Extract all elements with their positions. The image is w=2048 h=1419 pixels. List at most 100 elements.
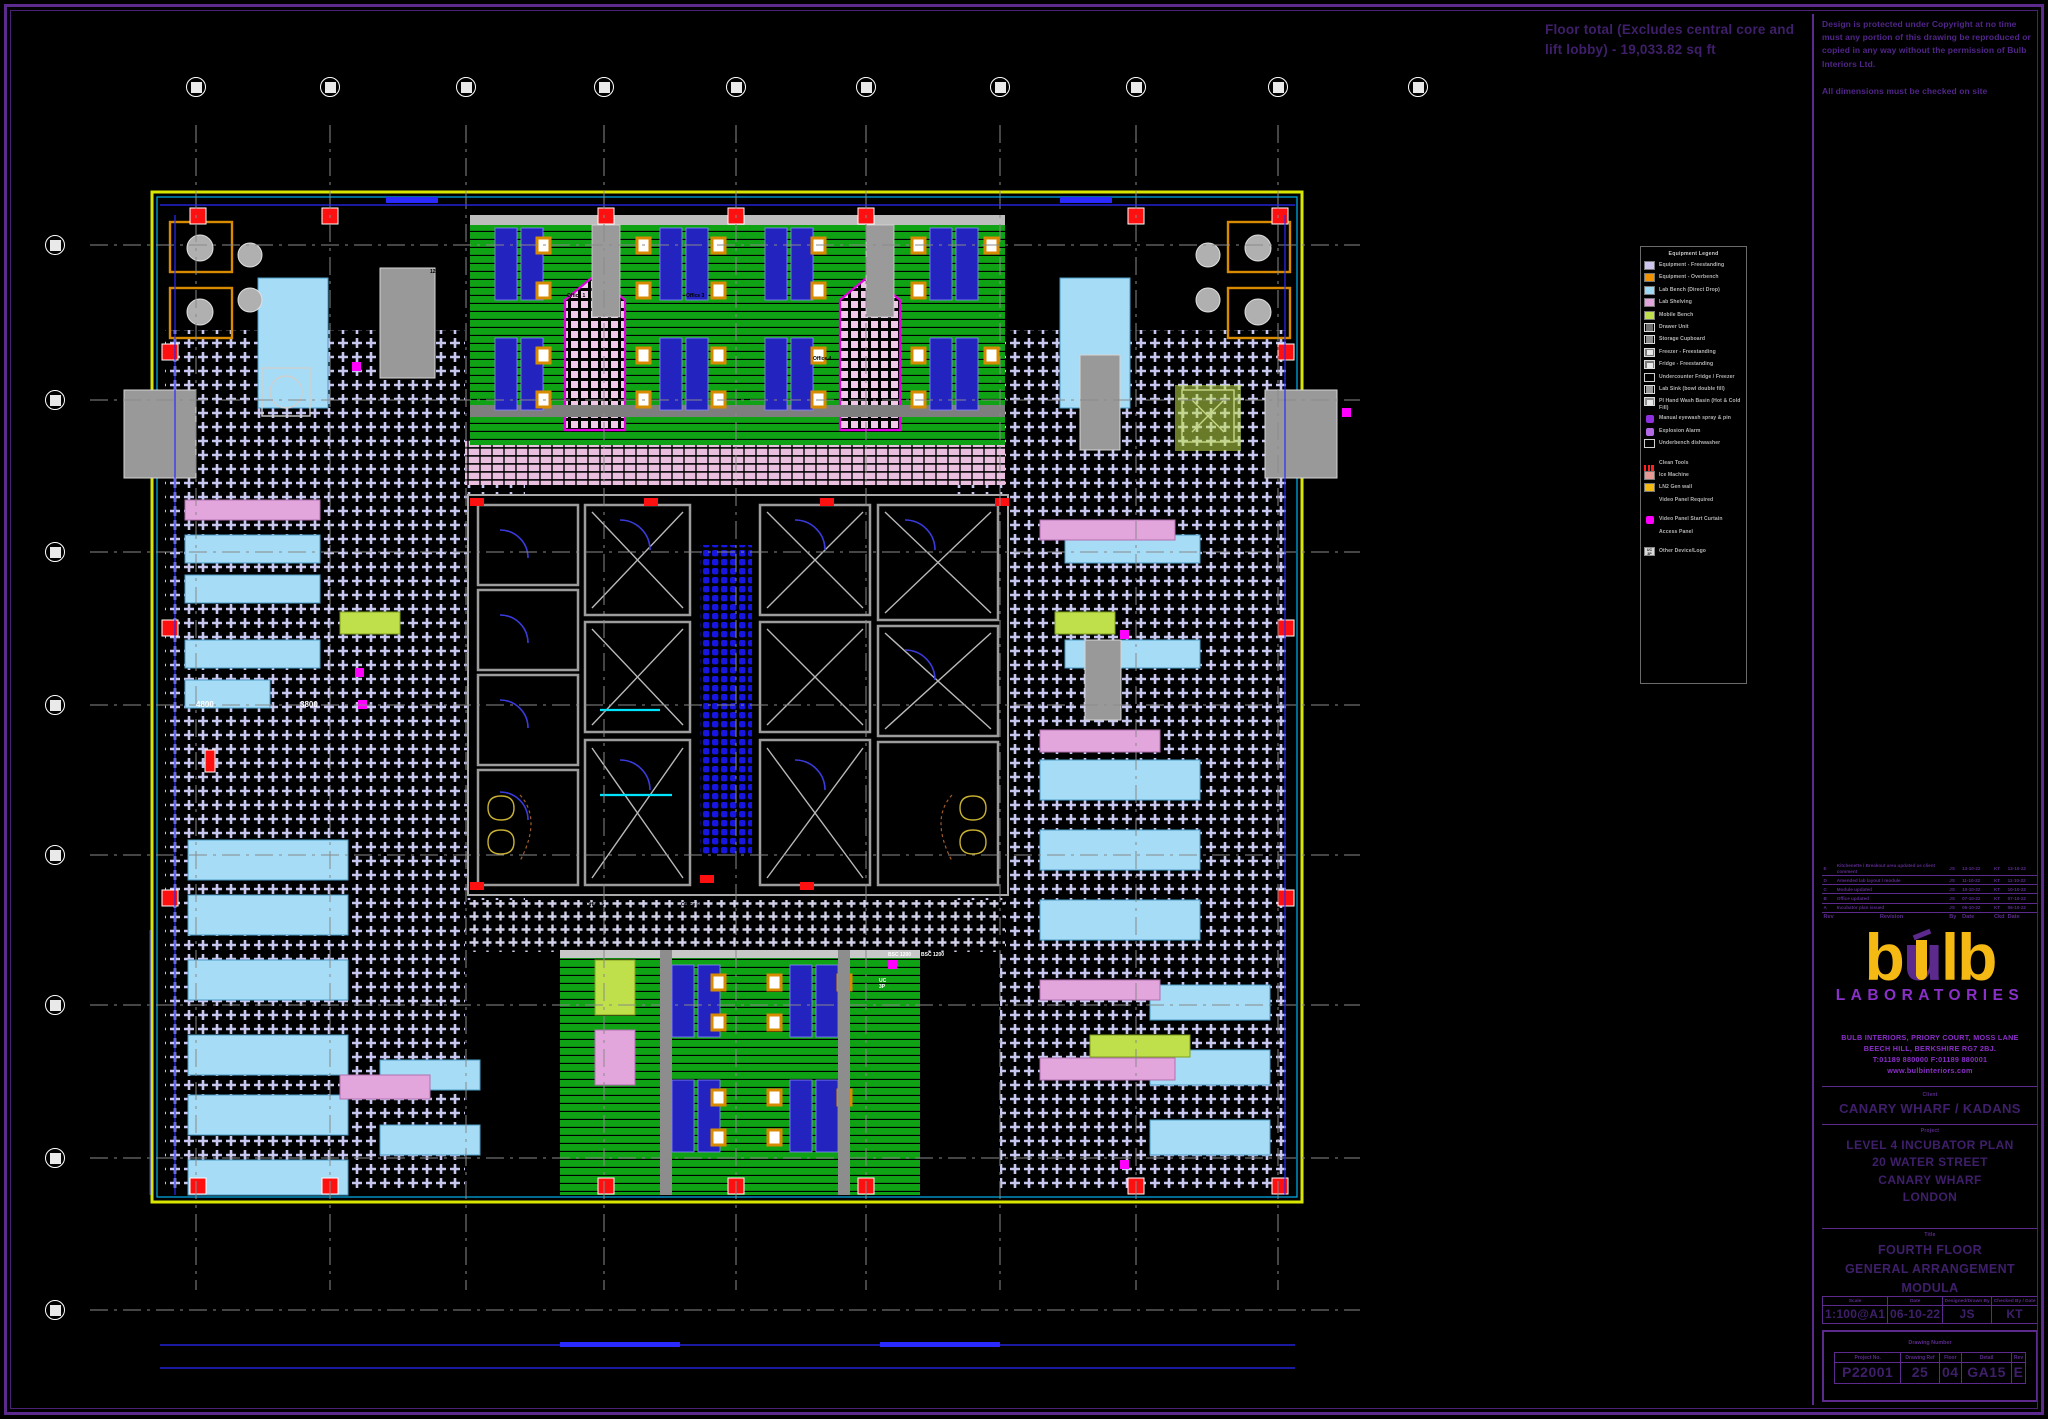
legend-item-label: Equipment - Freestanding xyxy=(1659,262,1725,268)
revision-cell: 10-10-22 xyxy=(2006,884,2038,895)
legend-item: Lab Sink (bowl double fill) xyxy=(1644,384,1743,394)
legend-item-label: Freezer - Freestanding xyxy=(1659,348,1716,355)
legend-item: Lab Shelving xyxy=(1644,298,1743,308)
revision-cell: 06-10-22 xyxy=(1960,903,1993,913)
legend-item: Equipment - Overbench xyxy=(1644,273,1743,283)
legend-item: Freezer - Freestanding xyxy=(1644,347,1743,357)
grid-bubble-8 xyxy=(1126,77,1146,97)
revision-cell: 11-10-22 xyxy=(1960,875,1993,886)
dwg-value-project: P22001 xyxy=(1833,1362,1902,1385)
legend-item-label: Manual eyewash spray & pin xyxy=(1659,415,1731,422)
legend-item: Equipment - Freestanding xyxy=(1644,261,1743,270)
grid-bubble-b xyxy=(45,390,65,410)
revision-cell: KT xyxy=(1992,862,2007,877)
meta-head-scale: Scale xyxy=(1821,1296,1889,1306)
legend-item: Lab Bench (Direct Drop) xyxy=(1644,285,1743,295)
legend-item-label: Access Panel xyxy=(1659,528,1694,535)
title-panel-divider xyxy=(1812,14,1814,1405)
legend-item-label: Underbench dishwasher xyxy=(1659,440,1721,447)
grid-bubble-2 xyxy=(320,77,340,97)
revision-cell: 13-10-22 xyxy=(1960,862,1993,877)
dwg-value-ref: 25 xyxy=(1900,1362,1940,1385)
revision-header-row: Rev Revision By Date Ckd Date xyxy=(1822,912,2038,922)
legend-swatch-icon xyxy=(1644,273,1655,283)
address-website: www.bulbinteriors.com xyxy=(1887,1066,1973,1076)
logo-letter-b1: b xyxy=(1864,920,1905,994)
dwg-value-detail: GA15 xyxy=(1960,1362,2013,1385)
title-line-1: FOURTH FLOOR xyxy=(1877,1243,1983,1257)
revision-cell: KT xyxy=(1992,875,2007,886)
legend-item: PI Hand Wash Basin (Hot & Cold Fill) xyxy=(1644,397,1743,411)
legend-item: Video Panel Required xyxy=(1644,496,1743,505)
legend-swatch-icon xyxy=(1644,285,1655,295)
revision-cell: Amended lab layout / module xyxy=(1835,875,1948,886)
legend-item: LN2 Gen wall xyxy=(1644,483,1743,493)
meta-head-date: Date xyxy=(1887,1296,1944,1306)
legend-item-label: Lab Bench (Direct Drop) xyxy=(1659,286,1720,293)
title-lines: FOURTH FLOOR GENERAL ARRANGEMENT MODULA xyxy=(1822,1241,2038,1297)
grid-bubble-5 xyxy=(726,77,746,97)
grid-bubble-h xyxy=(45,1300,65,1320)
address-line-3: T:01189 880000 F:01189 880001 xyxy=(1872,1055,1988,1065)
revision-cell: E xyxy=(1822,862,1836,877)
revision-cell: Kitchenette / Breakout area updated as c… xyxy=(1835,862,1948,877)
grid-bubble-1 xyxy=(186,77,206,97)
legend-swatch-icon xyxy=(1644,528,1655,537)
grid-bubble-3 xyxy=(456,77,476,97)
legend-item-label: Fridge - Freestanding xyxy=(1659,361,1714,368)
legend-item-label: Clean Tools xyxy=(1659,459,1689,466)
revision-cell: 10-10-22 xyxy=(1960,884,1993,895)
legend-item: Storage Cupboard xyxy=(1644,335,1743,345)
meta-head-checked: Checked By / Date xyxy=(1991,1296,2038,1306)
revision-cell: JS xyxy=(1947,893,1961,904)
legend-swatch-icon xyxy=(1644,372,1655,382)
grid-bubble-6 xyxy=(856,77,876,97)
legend-title: Equipment Legend xyxy=(1668,251,1719,257)
project-caption: Project xyxy=(1920,1128,1940,1134)
meta-header-row: Scale Date Designed/Drawn By Checked By … xyxy=(1821,1296,2038,1306)
legend-item-label: Other Device/Logo xyxy=(1659,547,1706,554)
rev-col-ckddate: Date xyxy=(2007,913,2020,920)
legend-swatch-icon xyxy=(1644,298,1655,308)
legend-item-label: Storage Cupboard xyxy=(1659,336,1706,343)
legend-item-label: Equipment - Overbench xyxy=(1659,274,1719,281)
copyright-text: Design is protected under Copyright at n… xyxy=(1822,19,2031,69)
legend-swatch-icon xyxy=(1644,384,1655,394)
legend-swatch-icon xyxy=(1644,470,1655,480)
separator-project xyxy=(1822,1124,2038,1125)
legend-swatch-icon xyxy=(1644,496,1655,505)
project-line-3: CANARY WHARF xyxy=(1878,1172,1982,1187)
legend-item-label: Ice Machine xyxy=(1659,471,1689,478)
legend-item: Ice Machine xyxy=(1644,470,1743,480)
room-label: Office 2 12 Desks xyxy=(430,263,452,275)
dwg-value-rev: E xyxy=(2011,1362,2026,1385)
dwg-head-ref: Drawing Ref xyxy=(1900,1351,1940,1364)
meta-value-checked: KT xyxy=(1991,1305,2038,1324)
room-label: Office 5 xyxy=(586,902,605,908)
legend-swatch-icon xyxy=(1644,483,1655,493)
project-lines: LEVEL 4 INCUBATOR PLAN 20 WATER STREET C… xyxy=(1822,1137,2038,1207)
dwg-value-row: P22001 25 04 GA15 E xyxy=(1833,1362,2026,1385)
revision-cell: KT xyxy=(1992,903,2007,913)
legend-item: Explosion Alarm xyxy=(1644,427,1743,436)
legend-item: Fridge - Freestanding xyxy=(1644,360,1743,370)
room-label: Office 1 xyxy=(567,293,586,299)
grid-bubble-e xyxy=(45,845,65,865)
logo-test-tube-icon: u xyxy=(1903,924,1943,990)
legend-item-label: Undercounter Fridge / Freezer xyxy=(1659,373,1735,380)
dimension-3800: 3800 xyxy=(300,700,318,709)
legend-swatch-icon xyxy=(1644,261,1655,270)
legend-item-label: Explosion Alarm xyxy=(1659,427,1701,434)
equipment-legend: Equipment Legend Equipment - Freestandin… xyxy=(1640,246,1747,684)
drawing-title-block: Title FOURTH FLOOR GENERAL ARRANGEMENT M… xyxy=(1822,1232,2038,1297)
client-block: Client CANARY WHARF / KADANS xyxy=(1822,1092,2038,1116)
legend-item-label: LN2 Gen wall xyxy=(1659,484,1693,491)
room-label: Office 6 xyxy=(681,902,700,908)
rev-col-desc: Revision xyxy=(1879,913,1904,920)
legend-item: Clean Tools xyxy=(1644,459,1743,472)
rev-col-date: Date xyxy=(1962,913,1975,920)
revision-cell: KT xyxy=(1992,884,2007,895)
